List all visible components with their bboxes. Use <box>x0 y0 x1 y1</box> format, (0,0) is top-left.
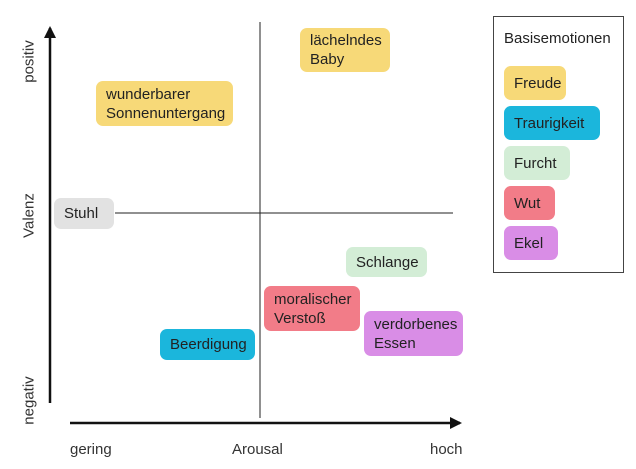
legend-item-furcht: Furcht <box>504 146 570 180</box>
x-axis-high-label: hoch <box>430 441 463 458</box>
y-axis-low-label: negativ <box>20 376 38 425</box>
stimulus-text: Beerdigung <box>170 336 247 353</box>
legend: Basisemotionen Freude Traurigkeit Furcht… <box>493 16 624 273</box>
x-axis-low-label: gering <box>70 441 112 458</box>
legend-item-wut: Wut <box>504 186 555 220</box>
stimulus-beerdigung: Beerdigung <box>160 329 255 360</box>
legend-item-freude: Freude <box>504 66 566 100</box>
legend-item-traurigkeit: Traurigkeit <box>504 106 600 140</box>
stimulus-text: Stuhl <box>64 205 99 222</box>
legend-item-label: Furcht <box>514 154 557 172</box>
legend-title: Basisemotionen <box>504 30 611 47</box>
y-axis-high-label: positiv <box>20 40 38 83</box>
y-axis-title: Valenz <box>20 193 38 238</box>
stimulus-schlange: Schlange <box>346 247 427 277</box>
legend-item-label: Ekel <box>514 234 544 252</box>
stimulus-stuhl: Stuhl <box>54 198 114 229</box>
legend-item-label: Wut <box>514 194 541 212</box>
legend-item-ekel: Ekel <box>504 226 558 260</box>
legend-item-label: Freude <box>514 74 562 92</box>
legend-item-label: Traurigkeit <box>514 114 585 132</box>
x-axis-title: Arousal <box>232 441 283 458</box>
stimulus-text: Schlange <box>356 253 419 271</box>
